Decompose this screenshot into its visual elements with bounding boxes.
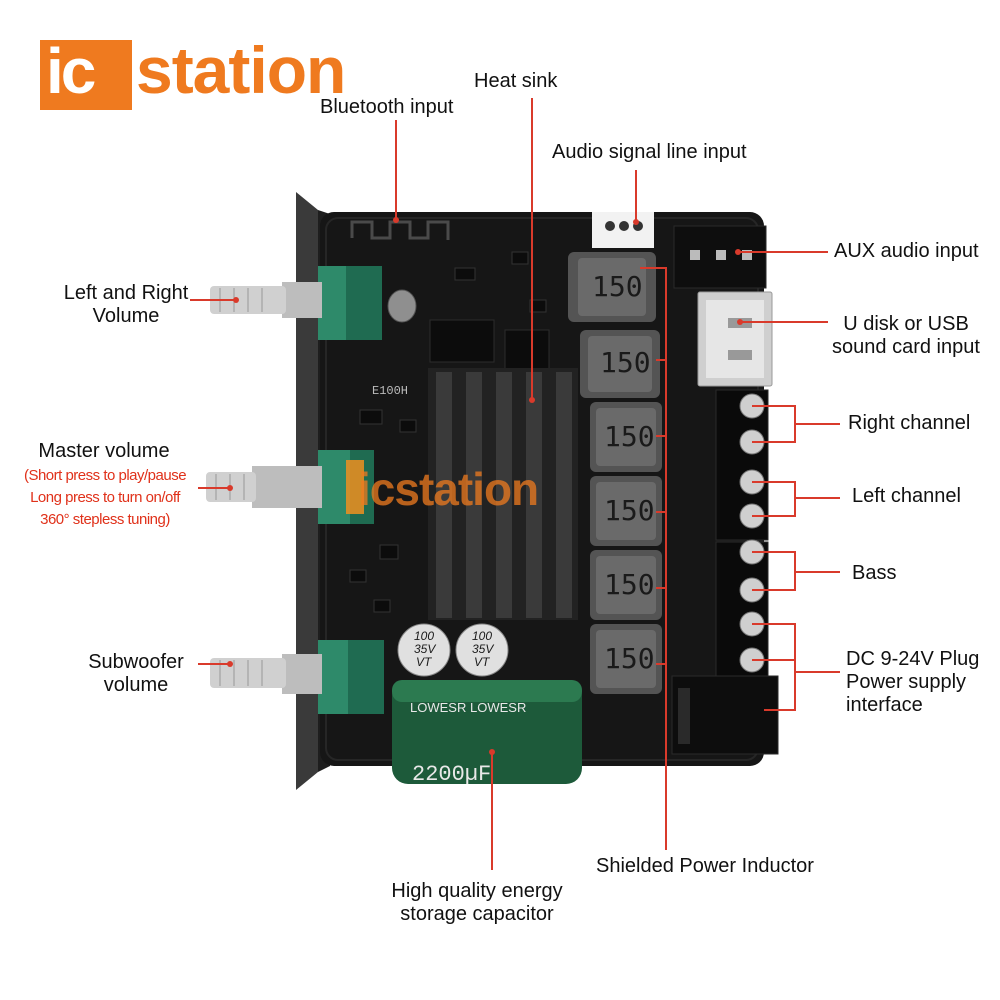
callout-lines (190, 98, 840, 870)
inductor-marking: 150 (604, 420, 655, 453)
inductor-marking: 150 (604, 642, 655, 675)
label-master-note-line1: (Short press to play/pause (23, 467, 187, 484)
heat-sink (428, 368, 578, 620)
inductor-marking: 150 (600, 346, 651, 379)
label-subwoofer-volume: Subwoofer volume (74, 651, 198, 697)
label-right-channel: Right channel (848, 412, 971, 434)
label-audio-line-input: Audio signal line input (552, 141, 747, 163)
label-capacitor: High quality energy storage capacitor (372, 880, 582, 926)
label-left-channel: Left channel (852, 485, 961, 507)
label-lr-volume-line2: Volume (92, 305, 160, 327)
label-u-disk-line1: U disk or USB (843, 313, 969, 335)
label-bass: Bass (852, 562, 897, 584)
bluetooth-antenna (350, 220, 450, 240)
logo-text-suffix: station (136, 33, 346, 107)
label-shielded-inductor: Shielded Power Inductor (596, 855, 814, 877)
label-u-disk-line2: sound card input (832, 336, 980, 358)
chip-marking: E100H (372, 384, 408, 398)
label-master-note: (Short press to play/pause Long press to… (8, 465, 202, 531)
inductors: 150 150 150 150 150 150 (568, 252, 662, 694)
label-dc-line2: Power supply (846, 671, 967, 693)
small-capacitors: 100 35V VT 100 35V VT (397, 623, 509, 677)
logo-text: ic (46, 35, 96, 107)
label-master-note-line3: 360° stepless tuning) (40, 511, 170, 528)
capacitor-value: 2200µF (412, 762, 491, 787)
inductor-marking: 150 (604, 494, 655, 527)
label-lr-volume-line1: Left and Right (63, 282, 189, 304)
capacitor-brand: LOWESR (410, 700, 466, 715)
label-master-note-line2: Long press to turn on/off (30, 489, 180, 506)
label-sub-volume-line1: Subwoofer (88, 651, 184, 673)
label-heat-sink: Heat sink (474, 70, 558, 92)
lr-volume-pot (210, 266, 382, 340)
label-capacitor-line1: High quality energy (391, 880, 563, 902)
label-master-volume: Master volume (38, 440, 170, 462)
label-dc-line3: interface (846, 694, 923, 716)
label-capacitor-line2: storage capacitor (400, 903, 554, 925)
label-aux-input: AUX audio input (834, 240, 979, 262)
label-u-disk-input: U disk or USB sound card input (826, 313, 986, 359)
main-chip (429, 319, 495, 363)
watermark: icstation (358, 463, 539, 515)
inductor-marking: 150 (592, 270, 643, 303)
subwoofer-volume-pot (210, 640, 384, 714)
label-dc-line1: DC 9-24V Plug (846, 648, 980, 670)
energy-storage-capacitor: LOWESR LOWESR 2200µF (392, 680, 582, 787)
master-volume-pot (206, 450, 374, 524)
label-dc-power: DC 9-24V Plug Power supply interface (846, 648, 979, 717)
small-cap-text: VT (416, 655, 433, 669)
small-cap-text: 35V (472, 642, 494, 656)
capacitor-brand: LOWESR (470, 700, 526, 715)
label-bluetooth-input: Bluetooth input (320, 96, 454, 118)
small-cap-text: VT (474, 655, 491, 669)
inductor-marking: 150 (604, 568, 655, 601)
small-cap-text: 100 (414, 629, 434, 643)
small-cap-text: 35V (414, 642, 436, 656)
small-cap-text: 100 (472, 629, 492, 643)
label-sub-volume-line2: volume (103, 674, 169, 696)
icstation-logo: ic station (40, 33, 346, 110)
label-lr-volume: Left and Right Volume (56, 282, 196, 328)
